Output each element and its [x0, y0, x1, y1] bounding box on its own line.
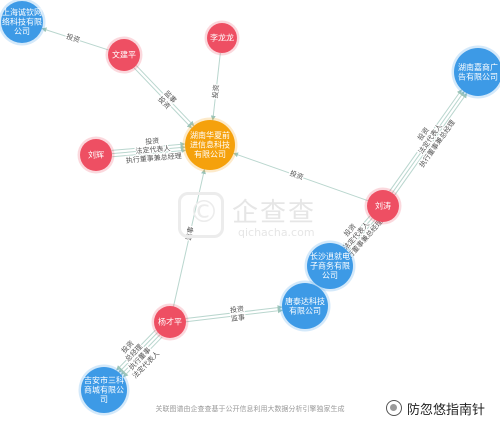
edge-line [186, 308, 283, 323]
edge-label: 投资 [210, 84, 221, 99]
edge-line [185, 305, 283, 320]
node-label: 湖南嘉商广 [458, 62, 498, 72]
watermark-name: 企查查 [232, 198, 317, 228]
edge-line [41, 27, 109, 51]
node-label: 刘涛 [375, 201, 391, 211]
edge-line [111, 141, 186, 151]
node-circle [154, 306, 186, 338]
edge-line [118, 332, 159, 373]
edge-lilonglong-hunan_huasheng: 投资 [209, 52, 222, 121]
node-label: 公司 [322, 271, 338, 280]
node-lilonglong[interactable]: 李龙龙 [204, 20, 240, 56]
node-label: 刘辉 [88, 150, 104, 160]
node-liuhui[interactable]: 刘辉 [77, 136, 115, 174]
node-circle [81, 367, 127, 413]
compass-icon [386, 400, 402, 416]
edge-line [394, 93, 468, 196]
node-circle [207, 23, 237, 53]
edge-line [133, 67, 192, 129]
node-label: 唐泰达科技 [285, 296, 325, 306]
node-label: 有限公司 [289, 305, 321, 315]
node-label: 络科技有限 [2, 17, 42, 27]
edge-line [111, 145, 186, 155]
nodes-layer: 上海诚钦网络科技有限公司文建平李龙龙湖南华夏前进信息科技有限公司刘辉湖南嘉商广告… [0, 0, 500, 416]
node-label: 商城有限公 [84, 385, 124, 395]
node-wenjianping[interactable]: 文建平 [105, 36, 143, 74]
edge-label: 投资 [229, 304, 244, 315]
edge-line [347, 219, 376, 252]
node-label: 司 [100, 395, 108, 404]
node-label: 有限公司 [194, 149, 226, 159]
watermark-logo-icon [178, 192, 224, 238]
edge-line [123, 336, 163, 378]
edge-line [391, 91, 465, 194]
node-circle [454, 48, 500, 96]
node-label: 上海诚钦网 [2, 7, 42, 17]
watermark: 企查查 qichacha.com [172, 190, 322, 250]
edge-line [342, 215, 371, 248]
node-label: 文建平 [112, 50, 136, 60]
edge-wenjianping-shanghai_chengqin: 投资 [41, 27, 109, 51]
node-label: 吉安市三科 [84, 375, 124, 385]
edge-line [233, 152, 369, 202]
edge-line [389, 89, 462, 192]
edge-label: 投资 [289, 168, 305, 181]
node-label: 李龙龙 [210, 33, 234, 43]
brand-name: 防忽悠指南针 [407, 402, 486, 418]
node-liutao[interactable]: 刘涛 [364, 187, 402, 225]
node-circle [307, 243, 353, 289]
node-circle [108, 39, 140, 71]
edge-line [120, 334, 161, 375]
edge-line [344, 217, 373, 250]
node-label: 子商务有限 [310, 261, 350, 271]
node-circle [80, 139, 112, 171]
brand-signature: 防忽悠指南针 [386, 398, 485, 418]
edge-label: 投资 [65, 32, 81, 45]
edge-line [116, 329, 156, 371]
edge-line [210, 52, 221, 121]
edge-line [112, 148, 186, 158]
edge-label: 监事 [230, 312, 245, 323]
node-label: 湖南华夏前 [190, 130, 230, 140]
edge-line [135, 65, 195, 127]
node-label: 长沙逍就电 [310, 251, 350, 261]
edge-label: 投资 [145, 136, 160, 146]
node-label: 告有限公司 [458, 71, 498, 81]
watermark-domain: qichacha.com [238, 226, 315, 239]
node-circle [1, 1, 43, 43]
edge-label: 法定代表人 [135, 143, 171, 155]
node-circle [282, 283, 328, 329]
node-label: 公司 [14, 27, 30, 36]
node-yangcaiping[interactable]: 杨才平 [151, 303, 189, 341]
node-label: 杨才平 [158, 317, 182, 327]
footer-note: 关联图谱由企查查基于公开信息利用大数据分析引擎独家生成 [155, 405, 345, 413]
node-label: 进信息科技 [190, 140, 230, 150]
node-circle [185, 120, 235, 170]
node-circle [367, 190, 399, 222]
